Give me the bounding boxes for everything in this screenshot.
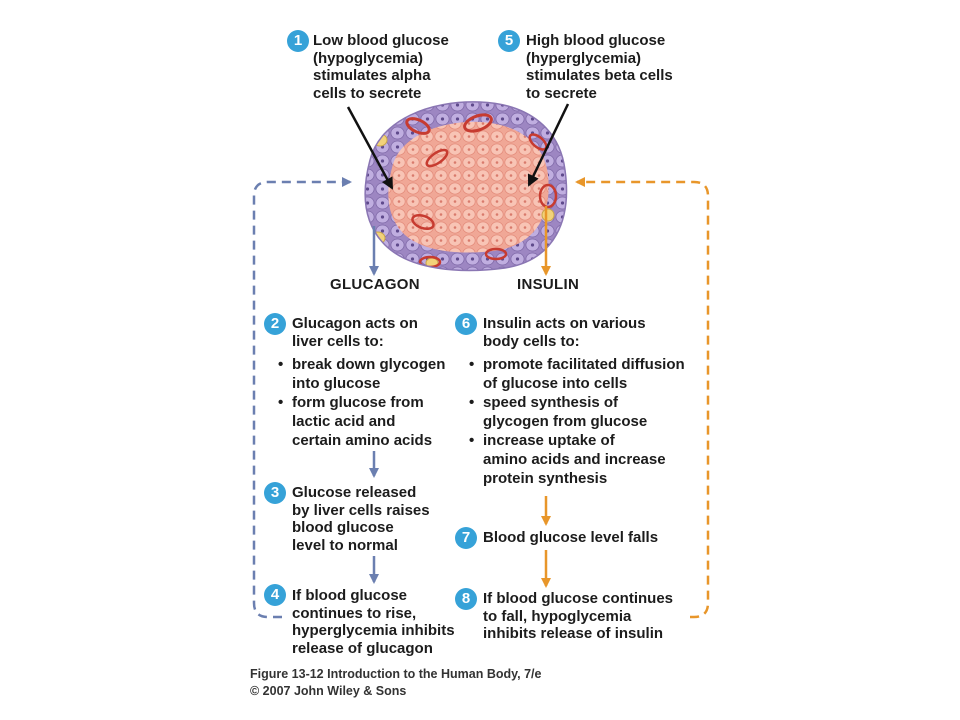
step-3-text: Glucose released by liver cells raises b… [292, 484, 430, 554]
step-4-text: If blood glucose continues to rise, hype… [292, 587, 455, 657]
step-badge-1: 1 [287, 30, 309, 52]
step-2-bullet: form glucose from lactic acid and certai… [278, 393, 445, 450]
insulin-feedback-loop [575, 177, 710, 619]
step-2-bullet: break down glycogen into glucose [278, 355, 445, 393]
step-6-bullet-list: promote facilitated diffusion of glucose… [469, 355, 685, 488]
step-6-bullet: promote facilitated diffusion of glucose… [469, 355, 685, 393]
step-1-text: Low blood glucose (hypoglycemia) stimula… [313, 32, 449, 102]
step-7-text: Blood glucose level falls [483, 529, 659, 546]
glucagon-feedback-loop [252, 177, 352, 619]
insulin-label: INSULIN [517, 276, 580, 293]
step-2-text: Glucagon acts on liver cells to: [292, 315, 418, 350]
step-badge-3: 3 [264, 482, 286, 504]
pancreatic-islet-illustration [364, 101, 568, 272]
step-badge-8: 8 [455, 588, 477, 610]
figure-caption: Figure 13-12 Introduction to the Human B… [250, 667, 542, 681]
beta-cell-stimulus-arrow [527, 103, 570, 187]
alpha-cell-stimulus-arrow [346, 106, 394, 190]
step-badge-2: 2 [264, 313, 286, 335]
step-6-text: Insulin acts on various body cells to: [483, 315, 646, 350]
glucagon-label: GLUCAGON [330, 276, 420, 293]
step-badge-5: 5 [498, 30, 520, 52]
step-6-bullet: speed synthesis of glycogen from glucose [469, 393, 685, 431]
step-5-text: High blood glucose (hyperglycemia) stimu… [526, 32, 673, 102]
step-8-text: If blood glucose continues to fall, hypo… [483, 590, 674, 642]
copyright-notice: © 2007 John Wiley & Sons [250, 684, 407, 698]
step-2-bullet-list: break down glycogen into glucose form gl… [278, 355, 445, 450]
step-badge-6: 6 [455, 313, 477, 335]
step-badge-4: 4 [264, 584, 286, 606]
step-6-bullet: increase uptake of amino acids and incre… [469, 431, 685, 488]
step-badge-7: 7 [455, 527, 477, 549]
